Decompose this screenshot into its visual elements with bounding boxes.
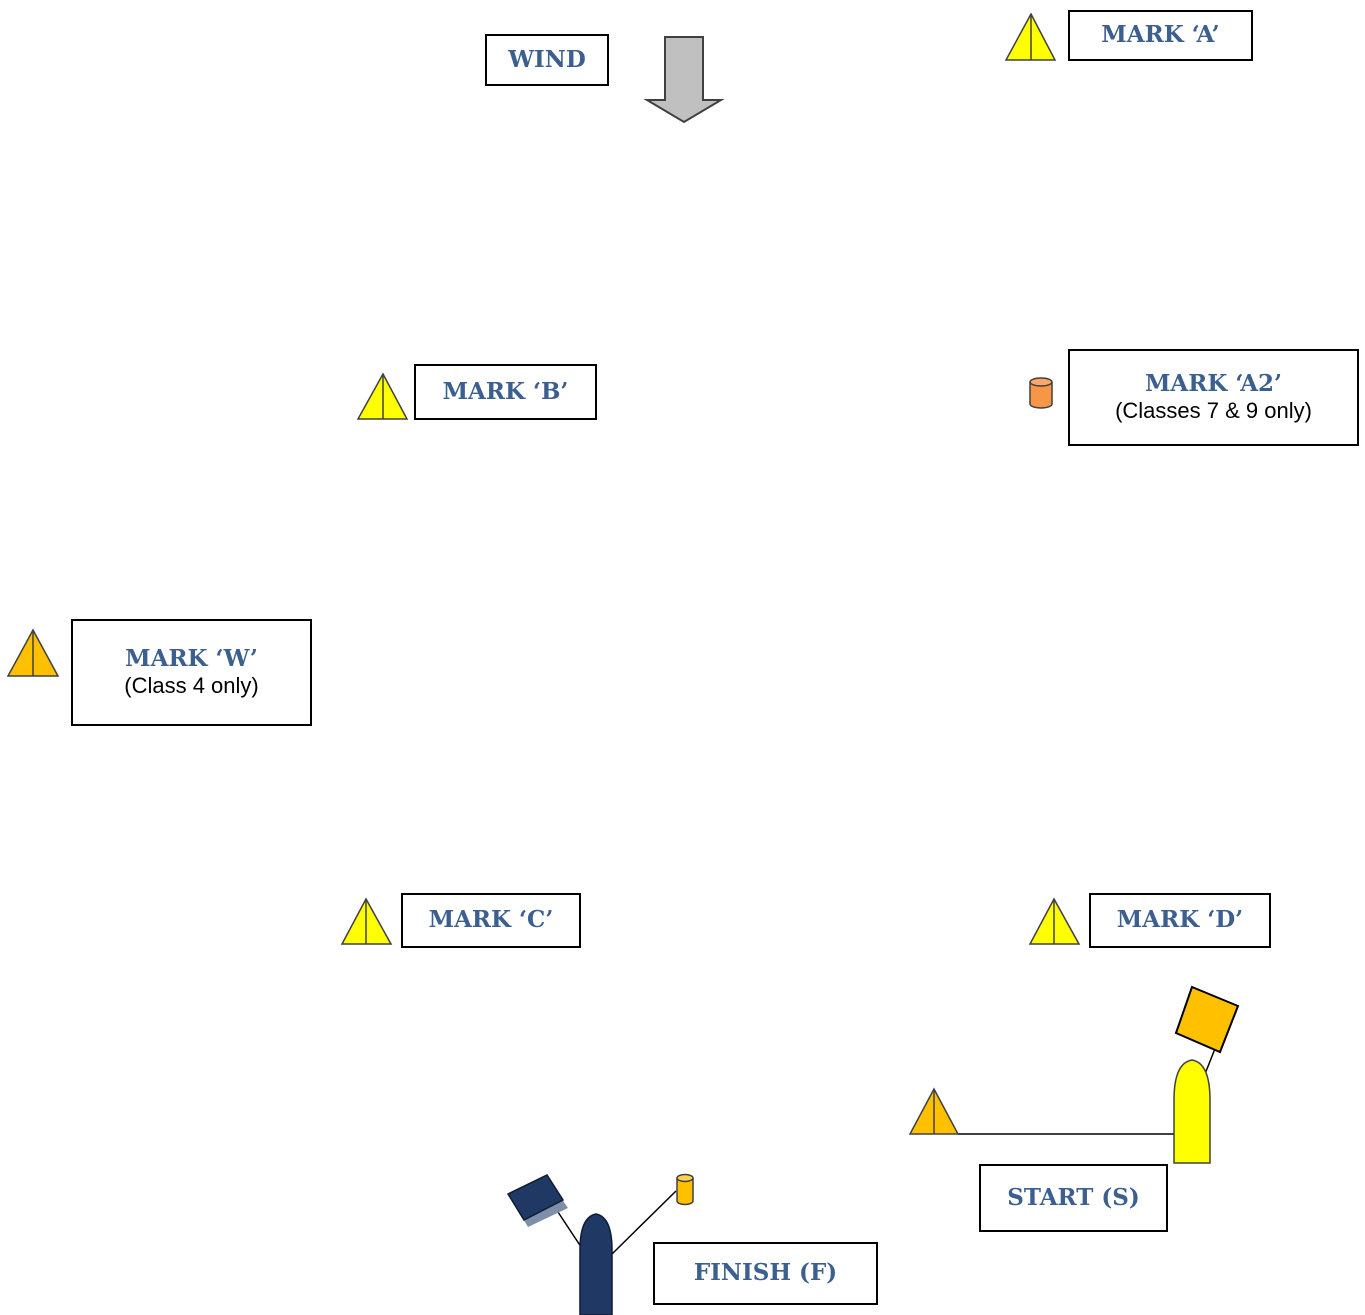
mark-b-label: MARK ‘B’ bbox=[442, 377, 569, 405]
mark-d-label-box: MARK ‘D’ bbox=[1089, 893, 1271, 948]
mark-w-triangle-icon bbox=[6, 628, 60, 677]
mark-c-label-box: MARK ‘C’ bbox=[401, 893, 581, 948]
mark-w-label-box: MARK ‘W’ (Class 4 only) bbox=[71, 619, 312, 726]
finish-label: FINISH (F) bbox=[693, 1259, 838, 1287]
mark-a2-label-box: MARK ‘A2’ (Classes 7 & 9 only) bbox=[1068, 349, 1359, 446]
mark-b-label-box: MARK ‘B’ bbox=[414, 364, 597, 420]
mark-a2-label: MARK ‘A2’ bbox=[1144, 370, 1283, 398]
mark-b-triangle-icon bbox=[356, 372, 409, 420]
finish-label-box: FINISH (F) bbox=[653, 1242, 878, 1305]
mark-w-label: MARK ‘W’ bbox=[125, 645, 258, 673]
finish-cylinder-icon bbox=[676, 1173, 694, 1206]
mark-a2-cylinder-icon bbox=[1029, 377, 1053, 409]
start-label-box: START (S) bbox=[979, 1164, 1168, 1232]
mark-c-triangle-icon bbox=[340, 897, 393, 945]
arrow-down-icon bbox=[643, 36, 725, 124]
mark-d-label: MARK ‘D’ bbox=[1116, 906, 1244, 934]
mark-w-note: (Class 4 only) bbox=[124, 672, 259, 698]
mark-a-label-box: MARK ‘A’ bbox=[1068, 10, 1253, 61]
mark-a-triangle-icon bbox=[1004, 12, 1057, 61]
mark-c-label: MARK ‘C’ bbox=[428, 906, 554, 934]
mark-a-label: MARK ‘A’ bbox=[1101, 21, 1220, 49]
start-label: START (S) bbox=[1007, 1183, 1140, 1211]
wind-label-box: WIND bbox=[485, 34, 609, 86]
wind-label: WIND bbox=[508, 45, 586, 73]
mark-a2-note: (Classes 7 & 9 only) bbox=[1115, 397, 1312, 423]
finish-line bbox=[611, 1190, 677, 1255]
start-pin-triangle-icon bbox=[908, 1087, 960, 1135]
mark-d-triangle-icon bbox=[1028, 897, 1081, 945]
finish-boat-icon bbox=[506, 1174, 613, 1315]
committee-boat-icon bbox=[1173, 985, 1240, 1164]
